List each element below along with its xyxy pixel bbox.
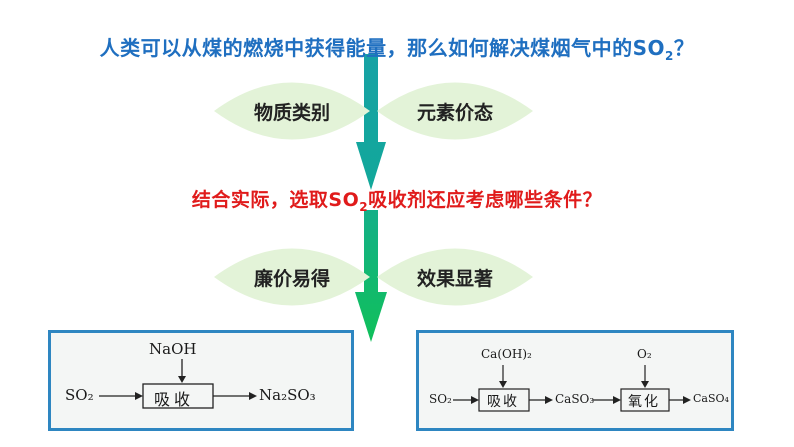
right-mid: CaSO₃ [555, 392, 595, 406]
left-process-diagram: NaOH SO₂ 吸收 Na₂SO₃ [48, 330, 354, 431]
petal-label-material-category: 物质类别 [253, 102, 330, 124]
right-process-1: 吸收 [487, 394, 519, 410]
petal-label-valence-state: 元素价态 [416, 102, 493, 124]
petal-left-1 [214, 82, 370, 140]
petal-right-2 [377, 248, 533, 306]
left-output: Na₂SO₃ [259, 386, 316, 404]
right-reagent-2: O₂ [637, 347, 652, 361]
left-reagent: NaOH [149, 340, 197, 358]
right-output: CaSO₄ [693, 392, 729, 405]
right-input: SO₂ [429, 392, 452, 406]
arrow-down-top [356, 54, 386, 190]
right-reagent-1: Ca(OH)₂ [481, 347, 532, 361]
right-process-2: 氧化 [628, 394, 660, 410]
right-process-diagram: Ca(OH)₂ O₂ SO₂ 吸收 CaSO₃ 氧化 CaSO₄ [416, 330, 734, 431]
petal-left-2 [214, 248, 370, 306]
question-top: 人类可以从煤的燃烧中获得能量，那么如何解决煤烟气中的SO2？ [99, 36, 695, 63]
petal-label-cheap: 廉价易得 [253, 268, 330, 290]
arrow-down-bottom [355, 210, 387, 342]
left-process-lines [99, 359, 257, 409]
left-process: 吸收 [154, 390, 195, 409]
left-input: SO₂ [65, 386, 94, 404]
question-mid: 结合实际，选取SO2吸收剂还应考虑哪些条件？ [191, 189, 603, 214]
petal-right-1 [377, 82, 533, 140]
petal-label-effective: 效果显著 [416, 268, 493, 290]
right-process-lines [453, 365, 691, 412]
